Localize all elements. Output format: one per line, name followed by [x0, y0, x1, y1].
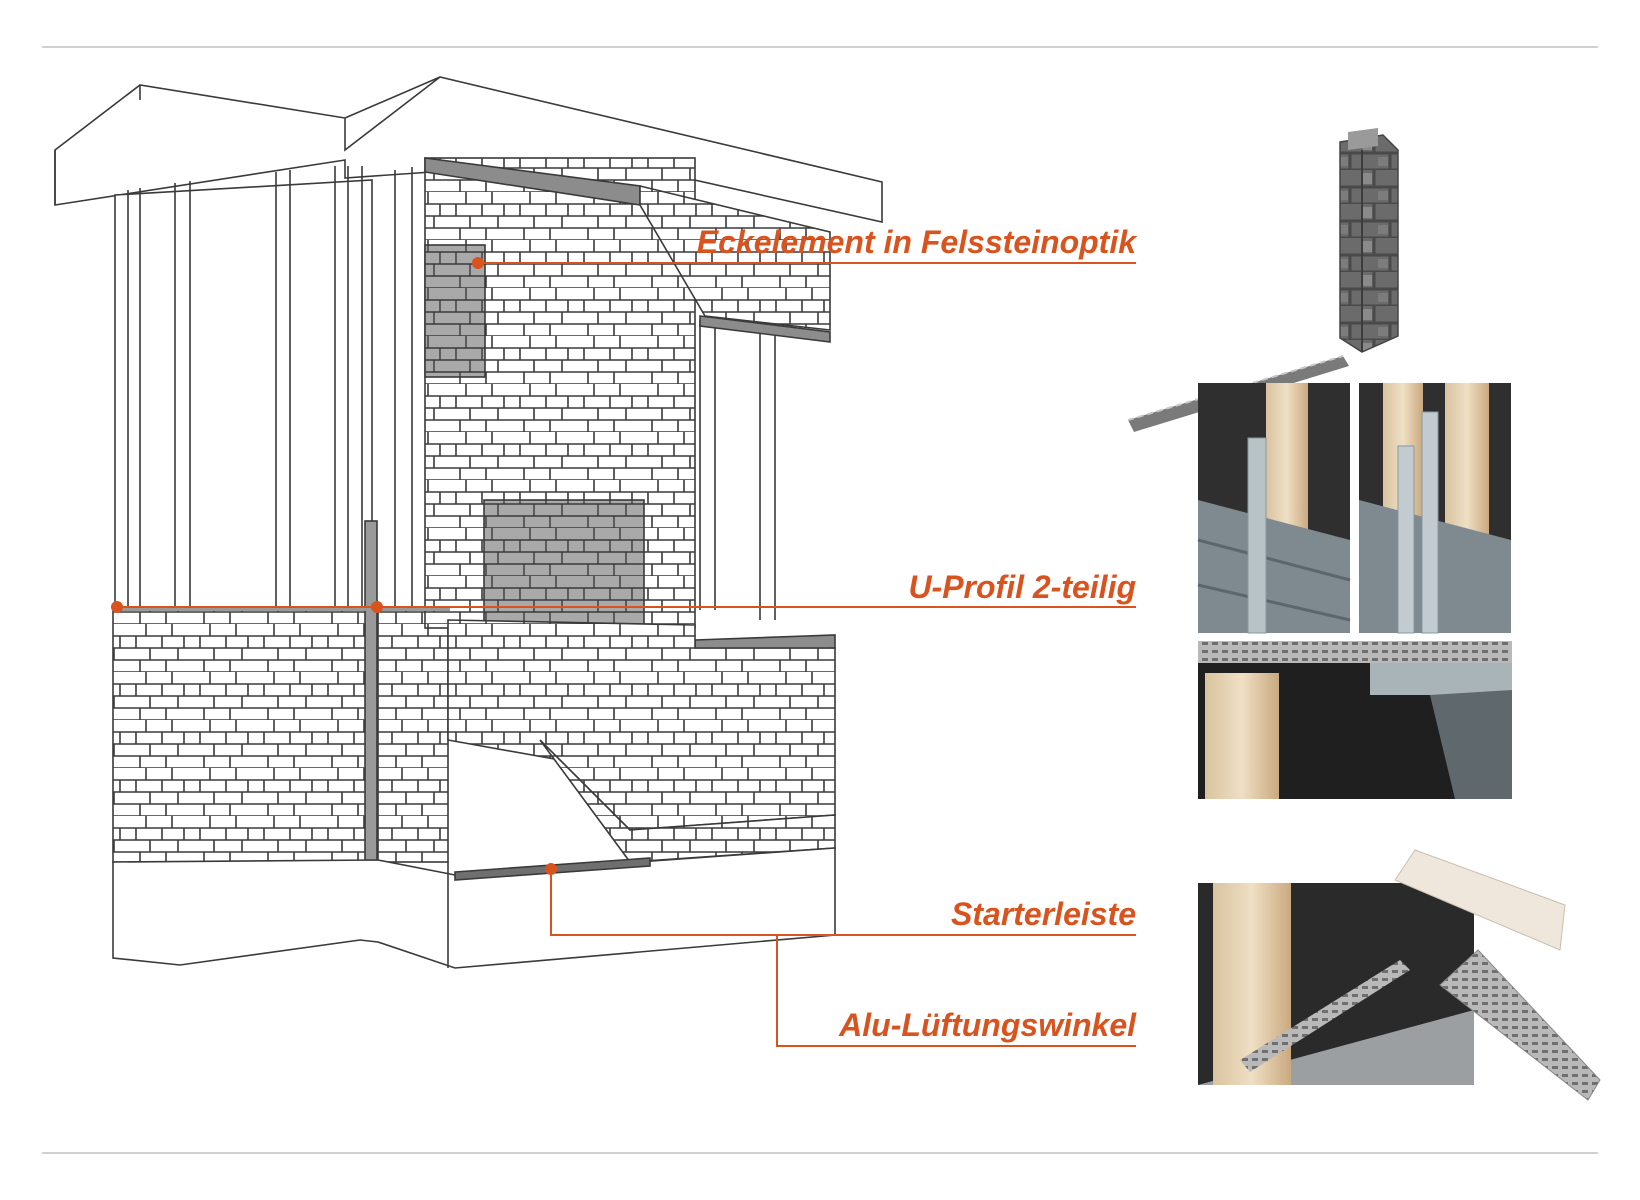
building-drawing: [54, 76, 883, 969]
shaded-panel-mid: [483, 499, 645, 626]
leader-lines: [115, 262, 1136, 1047]
u-profile-photo-right: [1359, 383, 1511, 634]
roof-slab: [54, 76, 883, 223]
u-profile-detail-photo: [1198, 641, 1512, 799]
corner-u-profile: [364, 520, 378, 864]
label-starterleiste: Starterleiste: [951, 896, 1136, 932]
stone-wall-upper-right: [639, 184, 831, 331]
label-luftungswinkel: Alu-Lüftungswinkel: [838, 1007, 1137, 1043]
stone-wall-lower-left: [112, 606, 372, 863]
back-wall: [114, 179, 373, 611]
dot-starterleiste: [545, 863, 557, 875]
label-eckelement: Eckelement in Felssteinoptik: [697, 224, 1138, 260]
dot-uprofil-mid: [371, 601, 383, 613]
label-uprofil: U-Profil 2-teilig: [908, 569, 1136, 605]
stone-wall-lower-right: [447, 619, 836, 831]
u-profile-photo-left: [1197, 383, 1351, 634]
leader-dots: [111, 257, 557, 875]
starter-strip-photo: [1198, 849, 1601, 1101]
dot-uprofil-left: [111, 601, 123, 613]
dot-eckelement: [472, 257, 484, 269]
corner-element-photo: [1339, 128, 1399, 353]
stone-wall-lower-mid: [377, 606, 449, 863]
base-plinth: [112, 847, 836, 969]
